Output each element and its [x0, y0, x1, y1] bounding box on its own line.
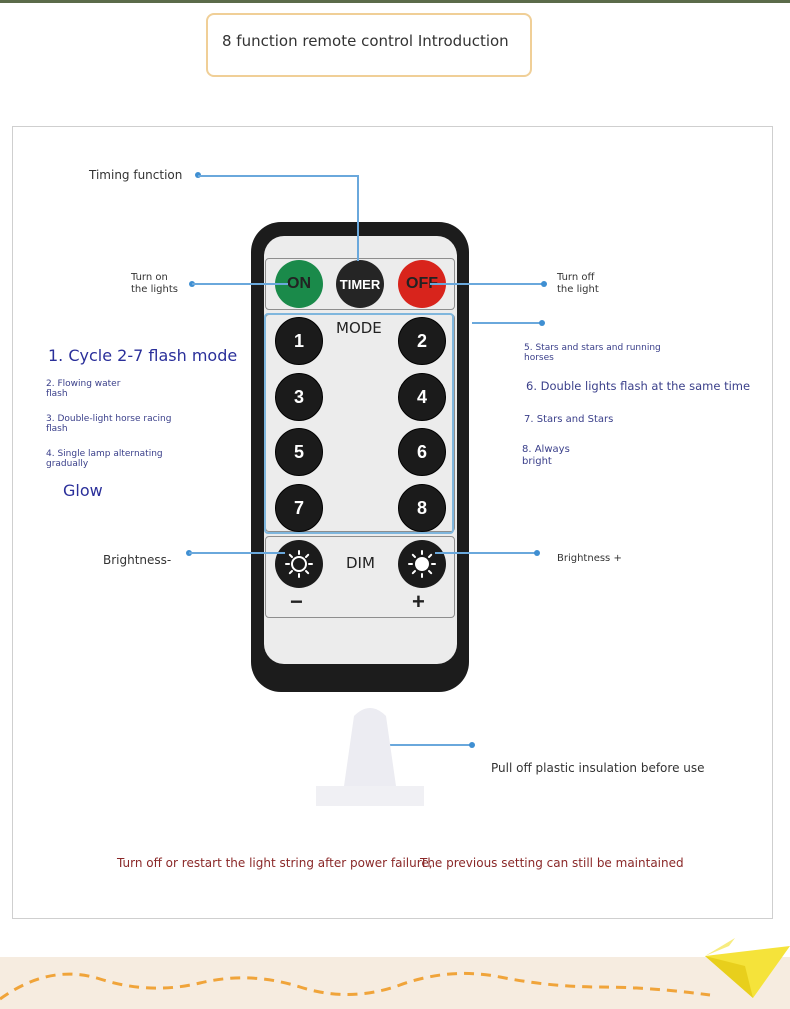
turn-on-label-line: the lights: [131, 284, 178, 295]
turn-off-line: [430, 283, 544, 285]
turn-on-label: Turn on the lights: [131, 272, 178, 296]
brightness-up-button[interactable]: [398, 540, 446, 588]
timer-button[interactable]: TIMER: [336, 260, 384, 308]
mode-label: MODE: [336, 319, 382, 337]
horse-racing-label-line: flash: [46, 424, 68, 434]
mode-button-label: 8: [416, 497, 427, 518]
mode-button-label: 6: [416, 441, 427, 462]
pull-off-label: Pull off plastic insulation before use: [491, 761, 705, 775]
footer-note-right: The previous setting can still be mainta…: [420, 856, 684, 870]
insulation-tab-image: [316, 708, 424, 806]
horse-racing-label-line: 3. Double-light horse racing: [46, 414, 172, 424]
turn-off-label-line: the light: [557, 284, 599, 295]
plus-sign: +: [412, 589, 425, 614]
stars-running-label-line: horses: [524, 353, 554, 363]
stars-running-label-line: 5. Stars and stars and running: [524, 343, 661, 353]
off-button-label: OFF: [406, 275, 438, 292]
double-lights-label: 6. Double lights flash at the same time: [526, 379, 751, 393]
brightness-minus-label: Brightness-: [103, 553, 172, 567]
sun-outline-icon: [285, 550, 313, 578]
dim-panel: [265, 536, 455, 618]
horse-racing-label: 3. Double-light horse racing flash: [46, 414, 171, 434]
timing-line: [198, 175, 359, 177]
mode-button-label: 5: [293, 441, 304, 462]
mode-button-5[interactable]: 5: [275, 428, 323, 476]
flowing-water-label: 2. Flowing water flash: [46, 379, 120, 399]
always-bright-label-line: bright: [522, 456, 552, 467]
mode-button-label: 1: [293, 330, 304, 351]
timer-button-label: TIMER: [339, 276, 381, 292]
title-box: [206, 13, 532, 77]
paper-plane-icon: [705, 938, 790, 998]
pull-off-line: [380, 744, 472, 746]
turn-on-line: [192, 283, 288, 285]
mode-button-6[interactable]: 6: [398, 428, 446, 476]
brightness-down-button[interactable]: [275, 540, 323, 588]
mode-button-2[interactable]: 2: [398, 317, 446, 365]
dim-label: DIM: [346, 554, 375, 572]
flowing-water-label-line: flash: [46, 389, 68, 399]
timing-line-vertical: [357, 175, 359, 261]
flowing-water-label-line: 2. Flowing water: [46, 379, 121, 389]
footer-note-left: Turn off or restart the light string aft…: [117, 856, 433, 870]
diagram-frame: [12, 126, 773, 919]
mode-button-label: 2: [416, 330, 427, 351]
brightness-plus-label: Brightness +: [557, 553, 622, 564]
single-lamp-label: 4. Single lamp alternating gradually: [46, 449, 163, 469]
page-title: 8 function remote control Introduction: [222, 32, 509, 50]
mode-button-8[interactable]: 8: [398, 484, 446, 532]
glow-label: Glow: [63, 481, 103, 500]
dashed-wave-decoration: [0, 971, 711, 1001]
mode-button-3[interactable]: 3: [275, 373, 323, 421]
brightness-minus-line: [189, 552, 285, 554]
cycle-mode-label: 1. Cycle 2-7 flash mode: [48, 346, 238, 365]
turn-off-label: Turn off the light: [557, 272, 599, 296]
mode-button-label: 3: [293, 386, 304, 407]
mode-button-label: 4: [416, 386, 427, 407]
brightness-plus-line: [435, 552, 537, 554]
turn-on-label-line: Turn on: [131, 272, 168, 283]
minus-sign: −: [290, 589, 303, 614]
mode-dot: [539, 320, 545, 326]
turn-off-label-line: Turn off: [557, 272, 595, 283]
bottom-decoration-band: [0, 957, 790, 1009]
single-lamp-label-line: 4. Single lamp alternating: [46, 449, 163, 459]
stars-and-stars-label: 7. Stars and Stars: [524, 414, 614, 425]
top-strip: [0, 0, 790, 3]
mode-panel-highlight: [264, 313, 454, 534]
mode-button-1[interactable]: 1: [275, 317, 323, 365]
always-bright-label: 8. Always bright: [522, 444, 570, 468]
brightness-plus-dot: [534, 550, 540, 556]
always-bright-label-line: 8. Always: [522, 444, 570, 455]
single-lamp-label-line: gradually: [46, 459, 89, 469]
sun-filled-icon: [408, 550, 436, 578]
timing-label: Timing function: [89, 168, 183, 182]
mode-button-4[interactable]: 4: [398, 373, 446, 421]
mode-button-7[interactable]: 7: [275, 484, 323, 532]
pull-off-dot: [469, 742, 475, 748]
mode-button-label: 7: [293, 497, 304, 518]
on-button-label: ON: [287, 275, 311, 292]
mode-line: [472, 322, 542, 324]
turn-off-dot: [541, 281, 547, 287]
stars-running-label: 5. Stars and stars and running horses: [524, 343, 661, 363]
